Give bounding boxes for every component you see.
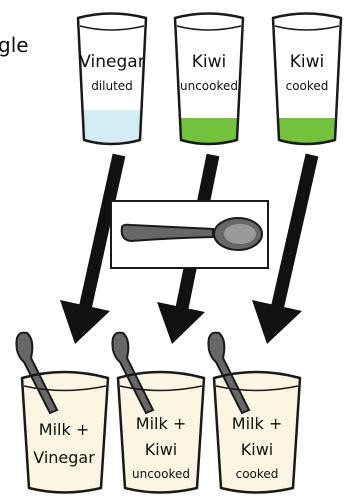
cup-title: Kiwi — [192, 52, 227, 72]
top-cup-kiwi-uncooked: Kiwi uncooked — [160, 14, 260, 159]
bottom-cup-milk-kiwi-uncooked: Milk + Kiwi uncooked — [112, 333, 204, 493]
bottom-cup-milk-kiwi-cooked: Milk + Kiwi cooked — [208, 333, 300, 493]
cup-title: Vinegar — [79, 52, 144, 72]
cup-liquid — [260, 118, 352, 158]
cup-line2: Vinegar — [33, 448, 95, 467]
spoon-panel — [111, 201, 268, 268]
cup-line2: Kiwi — [241, 440, 273, 459]
edge-text: gle — [0, 33, 29, 57]
top-cup-kiwi-cooked: Kiwi cooked — [260, 14, 352, 159]
cup-line1: Milk + — [39, 420, 89, 439]
cup-liquid — [60, 110, 160, 160]
cup-line3: uncooked — [132, 467, 190, 481]
bottom-cup-milk-vinegar: Milk + Vinegar — [16, 333, 108, 493]
cup-title: Kiwi — [290, 52, 325, 72]
cup-line1: Milk + — [136, 414, 186, 433]
cup-subtitle: uncooked — [180, 79, 238, 93]
cup-line3: cooked — [236, 467, 279, 481]
top-cup-vinegar: Vinegar diluted — [60, 14, 160, 161]
cup-line1: Milk + — [232, 414, 282, 433]
cup-subtitle: diluted — [91, 79, 133, 93]
cup-liquid — [160, 118, 260, 158]
cup-line2: Kiwi — [145, 440, 177, 459]
cup-subtitle: cooked — [286, 79, 329, 93]
